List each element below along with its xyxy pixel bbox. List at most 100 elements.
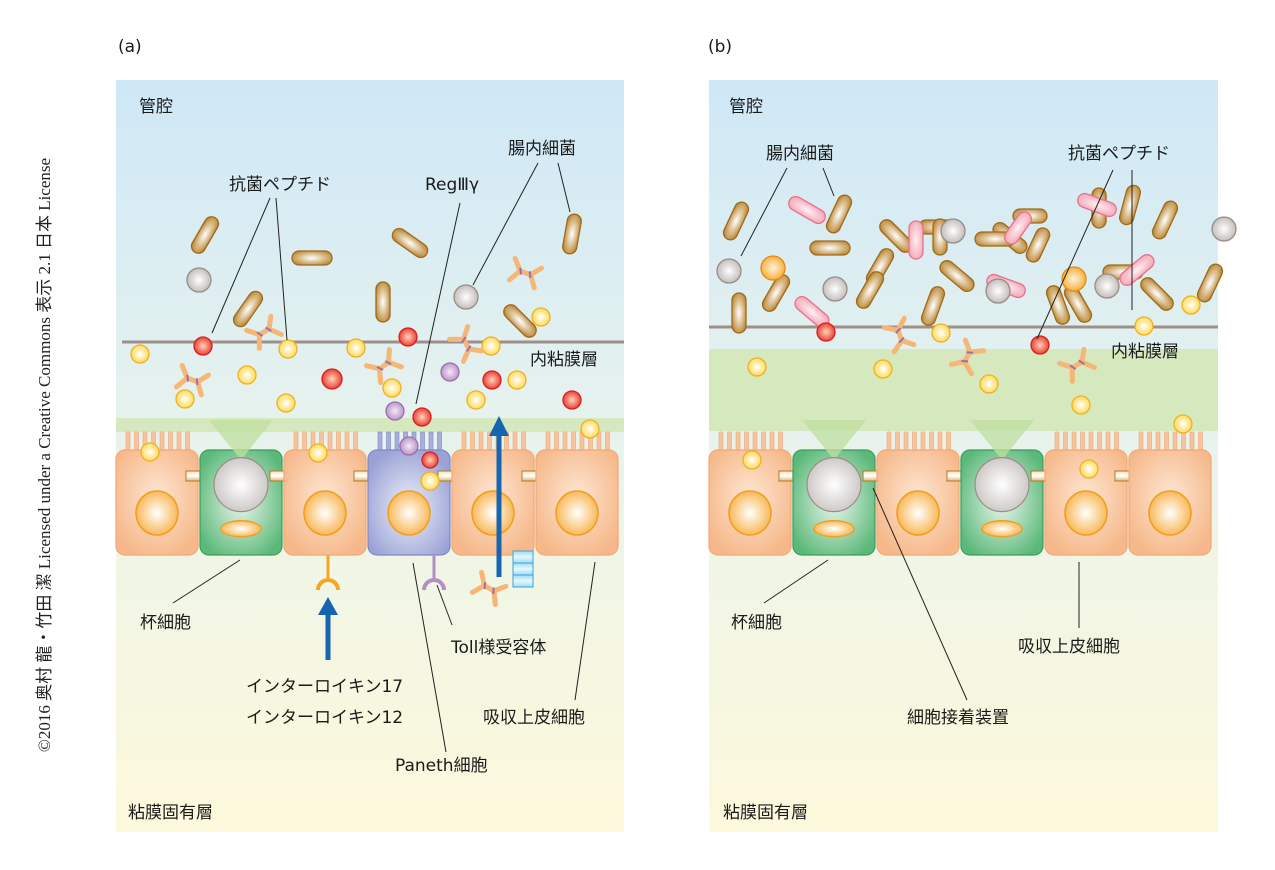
antimicrobial-peptide-red: [321, 368, 343, 390]
commensal-bacterium: [291, 250, 333, 266]
toll-like-receptor: [422, 555, 446, 591]
microvillus: [903, 431, 909, 452]
microvillus: [1181, 431, 1186, 452]
microvillus: [1138, 431, 1144, 452]
antimicrobial-peptide-yellow: [481, 336, 501, 356]
microvillus: [1114, 431, 1119, 452]
antimicrobial-peptide-yellow: [742, 450, 762, 470]
mucus-secretion: [970, 420, 1034, 460]
antimicrobial-peptide-yellow: [276, 393, 296, 413]
commensal-bacterium: [855, 271, 885, 309]
microvillus: [895, 431, 900, 452]
absorptive-epithelial-cell: [876, 431, 960, 556]
spherical-bacterium: [453, 284, 479, 310]
antimicrobial-peptide-yellow: [1134, 316, 1154, 336]
antimicrobial-peptide-yellow: [931, 323, 951, 343]
antimicrobial-peptide-yellow: [420, 471, 440, 491]
microvillus: [336, 431, 341, 452]
microvillus: [185, 431, 190, 452]
commensal-bacterium: [375, 281, 391, 323]
commensal-bacterium: [391, 227, 429, 259]
antimicrobial-peptide-yellow: [1071, 395, 1091, 415]
lamina-propria-label: 粘膜固有層: [128, 803, 213, 823]
nucleus: [387, 490, 431, 536]
microvillus: [428, 431, 434, 452]
microvillus: [1080, 431, 1085, 452]
epithelium-row: [708, 420, 1212, 556]
nucleus: [1064, 490, 1108, 536]
spherical-bacterium: [1211, 216, 1237, 242]
inner-mucus-layer-label: 内粘膜層: [530, 350, 598, 370]
commensal-bacterium: [562, 213, 582, 255]
microvillus: [571, 431, 576, 452]
antimicrobial-peptide-orange: [1061, 266, 1087, 292]
antimicrobial-peptide-yellow: [747, 357, 767, 377]
spherical-bacterium: [822, 276, 848, 302]
antimicrobial-peptide-yellow: [580, 419, 600, 439]
microvillus: [744, 431, 749, 452]
antimicrobial-peptide-yellow: [979, 374, 999, 394]
pathogenic-bacterium: [1119, 253, 1155, 287]
mucus-secretion: [802, 420, 866, 460]
microvillus: [1088, 431, 1094, 452]
interleukin-arrow: [318, 597, 338, 660]
microvillus: [886, 431, 892, 452]
microvillus: [727, 431, 732, 452]
microvillus: [394, 431, 400, 452]
iga-antibody: [1057, 346, 1097, 384]
microvillus: [461, 431, 467, 452]
pathogenic-bacterium: [788, 195, 826, 225]
microvillus: [718, 431, 724, 452]
microvillus: [302, 431, 307, 452]
antimicrobial-peptide-red: [816, 322, 836, 342]
commensal-bacterium: [920, 286, 946, 326]
mucus-granule: [806, 457, 862, 513]
nucleus: [1148, 490, 1192, 536]
panel-b: (b) 管腔 腸内細菌 抗菌ペプチド 内粘膜層 杯細胞 吸収上皮細胞 細胞接着装…: [708, 37, 1237, 832]
antimicrobial-peptide-yellow: [237, 365, 257, 385]
antimicrobial-peptide-yellow: [130, 344, 150, 364]
microvillus: [386, 431, 391, 452]
iga-antibody: [948, 337, 987, 377]
microvillus: [562, 431, 568, 452]
iga-antibody: [173, 362, 211, 398]
nucleus: [303, 490, 347, 536]
antimicrobial-peptide-yellow: [346, 338, 366, 358]
microvillus: [929, 431, 934, 452]
microvillus: [1198, 431, 1203, 452]
nucleus: [555, 490, 599, 536]
nucleus: [471, 490, 515, 536]
antimicrobial-peptide-yellow: [873, 359, 893, 379]
paneth-cell-label: Paneth細胞: [395, 756, 488, 776]
interleukin-12-label: インターロイキン12: [246, 708, 403, 728]
microvillus: [478, 431, 484, 452]
microvillus: [778, 431, 783, 452]
iga-antibody: [469, 569, 509, 608]
iga-antibody: [881, 315, 917, 355]
copyright-notice: ©2016 奥村 龍・竹田 潔 Licensed under a Creativ…: [35, 158, 54, 752]
spherical-bacterium: [1094, 273, 1120, 299]
microvillus: [1054, 431, 1060, 452]
commensal-bacterium: [1025, 227, 1051, 263]
regiiig-molecule: [399, 436, 419, 456]
lumen-label: 管腔: [729, 97, 763, 117]
commensal-bacterium: [1196, 263, 1224, 303]
absorptive-cell-label: 吸収上皮細胞: [483, 708, 585, 728]
nucleus: [981, 520, 1023, 538]
transport-blocks: [512, 550, 534, 588]
spherical-bacterium: [985, 278, 1011, 304]
microvillus: [912, 431, 917, 452]
antimicrobial-peptide-yellow: [140, 442, 160, 462]
microvillus: [1189, 431, 1195, 452]
absorptive-epithelial-cell: [451, 431, 535, 556]
commensal-bacterium: [1118, 184, 1142, 226]
pathogenic-bacterium: [908, 220, 924, 260]
antimicrobial-peptide-yellow: [175, 389, 195, 409]
mucus-granule: [213, 457, 269, 513]
microvillus: [1155, 431, 1161, 452]
microvillus: [1147, 431, 1152, 452]
microvillus: [735, 431, 741, 452]
iga-antibody: [244, 313, 284, 351]
microvillus: [437, 431, 442, 452]
microvillus: [134, 431, 139, 452]
